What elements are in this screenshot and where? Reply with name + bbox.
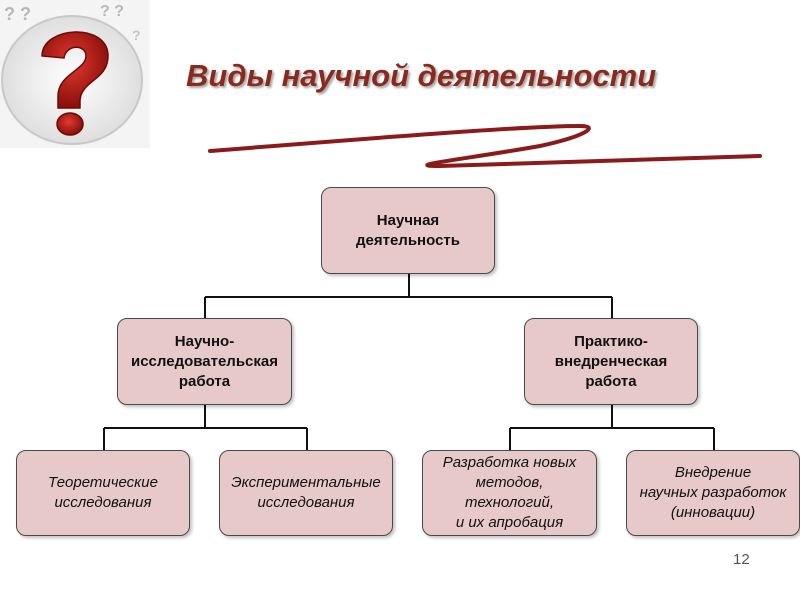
- node-scientific-activity: Научная деятельность: [321, 187, 495, 274]
- svg-text:?: ?: [132, 27, 141, 43]
- page-number: 12: [733, 551, 750, 568]
- node-label: Научная деятельность: [356, 211, 460, 249]
- node-innovation: Внедрение научных разработок (инновации): [626, 450, 800, 536]
- node-practical-work: Практико- внедренческая работа: [524, 318, 698, 405]
- svg-text:? ?: ? ?: [100, 3, 124, 20]
- decorative-swoosh: [208, 123, 762, 169]
- question-mark-logo-icon: ? ? ? ? ?: [0, 0, 150, 148]
- slide-title: Виды научной деятельности: [186, 58, 657, 93]
- node-theoretical-research: Теоретические исследования: [16, 450, 190, 536]
- node-experimental-research: Экспериментальные исследования: [219, 450, 393, 536]
- node-methods-development: Разработка новых методов, технологий, и …: [422, 450, 597, 536]
- node-label: Теоретические исследования: [48, 474, 158, 511]
- node-label: Научно- исследовательская работа: [130, 332, 278, 390]
- node-label: Экспериментальные исследования: [231, 474, 381, 511]
- node-label: Внедрение научных разработок (инновации): [639, 464, 787, 521]
- node-research-work: Научно- исследовательская работа: [117, 318, 292, 405]
- svg-text:? ?: ? ?: [4, 4, 31, 24]
- node-label: Практико- внедренческая работа: [554, 332, 668, 390]
- node-label: Разработка новых методов, технологий, и …: [442, 454, 577, 531]
